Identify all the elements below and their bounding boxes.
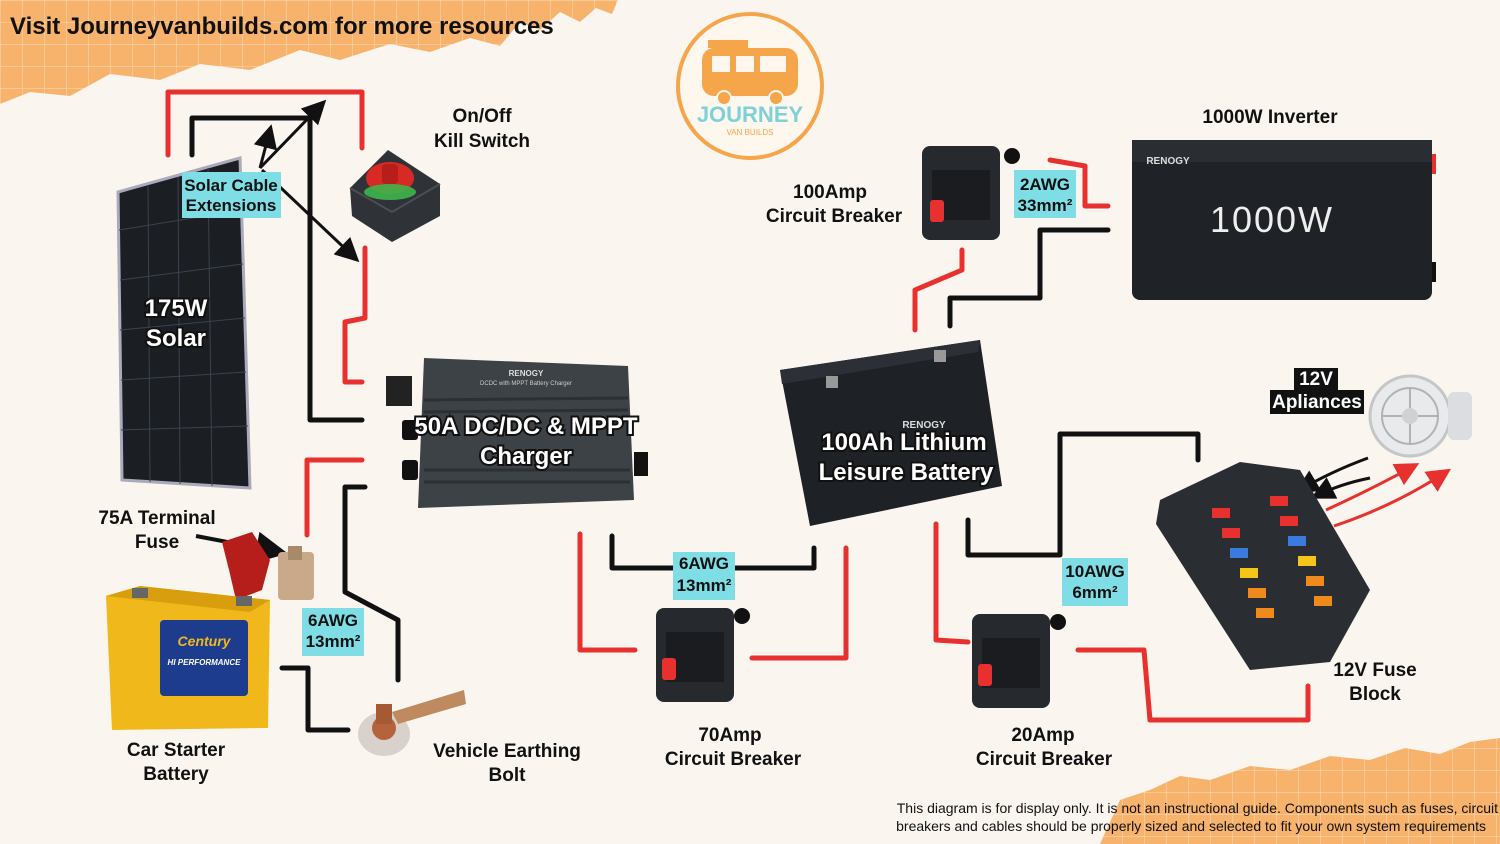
- charger-brand: RENOGY: [509, 369, 544, 378]
- cable-tag-6awg-charger: 6AWG 13mm²: [673, 552, 735, 600]
- tag-6awg-b-line2: 13mm²: [306, 632, 361, 651]
- breaker-100a[interactable]: [922, 146, 1020, 240]
- starter-battery[interactable]: Century HI PERFORMANCE: [106, 586, 270, 730]
- logo-title: JOURNEY: [697, 102, 804, 127]
- breaker-100-label-line2: Circuit Breaker: [766, 206, 903, 227]
- cable-tag-6awg-starter: 6AWG 13mm²: [302, 608, 364, 656]
- tag-2awg-line2: 33mm²: [1018, 196, 1073, 215]
- charger-label-line2: Charger: [480, 443, 572, 470]
- wire-breaker100-inverter: [1047, 157, 1111, 209]
- cable-tag-2awg: 2AWG 33mm²: [1014, 170, 1076, 218]
- wire-battery-fuseblock-negative: [965, 431, 1201, 558]
- fuse-block-label-line2: Block: [1349, 684, 1401, 705]
- terminal-fuse[interactable]: [222, 532, 314, 600]
- van-icon: [702, 40, 798, 106]
- inverter[interactable]: RENOGY 1000W: [1132, 140, 1436, 300]
- solar-label-line1: 175W: [145, 295, 208, 322]
- tag-2awg-line1: 2AWG: [1020, 175, 1070, 194]
- inverter-title: 1000W Inverter: [1202, 107, 1338, 128]
- breaker-20a[interactable]: [972, 614, 1066, 708]
- terminal-fuse-label-line1: 75A Terminal: [98, 508, 215, 529]
- wire-fuse-to-charger: [304, 457, 365, 538]
- breaker-100-label-line1: 100Amp: [793, 182, 867, 203]
- terminal-fuse-label-line2: Fuse: [135, 532, 179, 553]
- tag-10awg-line1: 10AWG: [1065, 562, 1125, 581]
- wire-solar-positive: [165, 89, 365, 158]
- arrow-ext-b: [253, 124, 278, 169]
- inverter-brand: RENOGY: [1146, 156, 1190, 167]
- breaker-20-label-line2: Circuit Breaker: [976, 749, 1113, 770]
- header-text[interactable]: Visit Journeyvanbuilds.com for more reso…: [10, 13, 554, 40]
- solar-ext-line1: Solar Cable: [184, 176, 278, 195]
- wire-switch-to-charger: [342, 245, 368, 385]
- battery-brand: RENOGY: [902, 420, 946, 431]
- wire-breaker20-fuseblock: [1075, 647, 1311, 723]
- kill-switch[interactable]: [349, 150, 441, 242]
- wire-charger-to-earth: [342, 484, 401, 683]
- arrow-appliance-in-a: [1294, 456, 1369, 494]
- disclaimer-line1: This diagram is for display only. It is …: [897, 800, 1498, 816]
- tag-6awg-a-line1: 6AWG: [679, 554, 729, 573]
- cable-tag-10awg: 10AWG 6mm²: [1062, 558, 1128, 606]
- battery-label-line1: 100Ah Lithium: [821, 429, 986, 456]
- appliances-label-line1: 12V: [1299, 369, 1333, 390]
- wire-battery-breaker20: [933, 521, 971, 645]
- dcdc-charger[interactable]: RENOGY DCDC with MPPT Battery Charger 50…: [386, 358, 648, 508]
- appliance-fan-icon[interactable]: [1368, 374, 1472, 458]
- earthing-bolt[interactable]: [358, 690, 466, 756]
- tag-6awg-b-line1: 6AWG: [308, 611, 358, 630]
- tag-6awg-a-line2: 13mm²: [677, 576, 732, 595]
- arrow-appliance-in-b: [1310, 476, 1371, 499]
- kill-switch-label-line2: Kill Switch: [434, 131, 530, 152]
- tag-10awg-line2: 6mm²: [1072, 583, 1118, 602]
- charger-sub: DCDC with MPPT Battery Charger: [480, 381, 572, 387]
- solar-cable-extensions-tag: Solar Cable Extensions: [182, 172, 281, 218]
- battery-label-line2: Leisure Battery: [819, 459, 994, 486]
- footer-paper: [1100, 738, 1500, 844]
- arrow-ext-a: [258, 99, 327, 170]
- wire-battery-inverter-negative: [947, 227, 1111, 329]
- fuse-block[interactable]: [1156, 462, 1370, 670]
- breaker-70-label-line1: 70Amp: [698, 725, 761, 746]
- lithium-battery[interactable]: RENOGY 100Ah Lithium Leisure Battery: [780, 340, 1002, 526]
- fuse-rows: [1212, 496, 1332, 618]
- wire-charger-breaker70: [577, 531, 638, 653]
- starter-label-line1: Car Starter: [127, 740, 226, 761]
- breaker-70-label-line2: Circuit Breaker: [665, 749, 802, 770]
- wire-breaker70-battery: [749, 545, 849, 661]
- solar-label-line2: Solar: [146, 325, 206, 352]
- earthing-label-line1: Vehicle Earthing: [433, 741, 581, 762]
- inverter-display: 1000W: [1210, 199, 1334, 240]
- kill-switch-label-line1: On/Off: [452, 106, 512, 127]
- wire-battery-negative: [279, 665, 351, 733]
- solar-ext-line2: Extensions: [186, 196, 277, 215]
- fuse-block-label-line1: 12V Fuse: [1333, 660, 1416, 681]
- appliances-label: 12V Apliances: [1270, 368, 1364, 414]
- starter-label-line2: Battery: [143, 764, 209, 785]
- journey-logo[interactable]: JOURNEY VAN BUILDS: [676, 12, 824, 160]
- charger-label-line1: 50A DC/DC & MPPT: [414, 413, 637, 440]
- solar-panel[interactable]: 175W Solar: [116, 156, 252, 490]
- starter-brand: Century: [178, 633, 232, 649]
- appliances-label-line2: Apliances: [1272, 392, 1362, 413]
- arrow-appliance-out-b: [1333, 468, 1452, 528]
- arrow-appliance-out-a: [1325, 463, 1420, 512]
- header-paper: [0, 0, 618, 104]
- breaker-70a[interactable]: [656, 608, 750, 702]
- breaker-20-label-line1: 20Amp: [1011, 725, 1074, 746]
- starter-sub: HI PERFORMANCE: [168, 658, 242, 667]
- logo-subtitle: VAN BUILDS: [727, 128, 774, 137]
- disclaimer-line2: breakers and cables should be properly s…: [896, 818, 1486, 834]
- wire-battery-breaker100: [912, 247, 965, 333]
- earthing-label-line2: Bolt: [489, 765, 527, 786]
